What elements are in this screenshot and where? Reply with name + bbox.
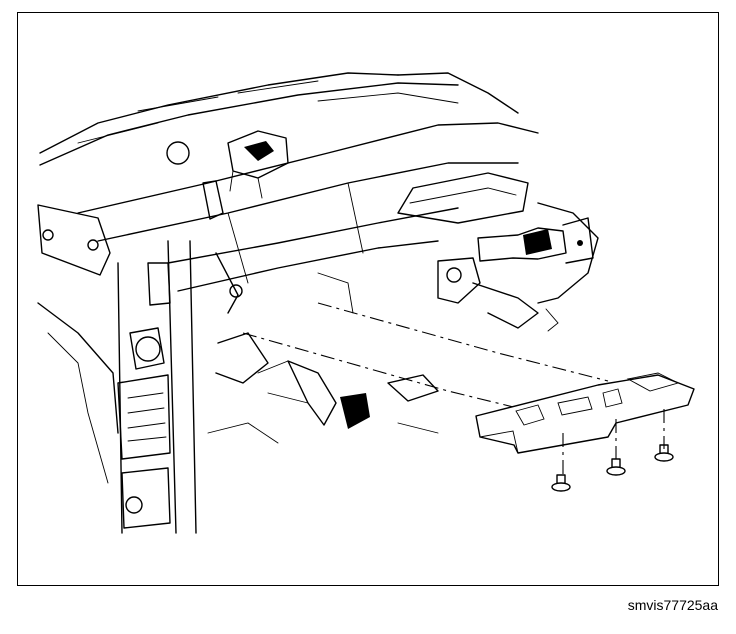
brake-pedal xyxy=(215,332,439,429)
figure-id-label: smvis77725aa xyxy=(627,597,718,613)
cross-car-beam xyxy=(77,122,539,292)
cowl-upper-outline xyxy=(39,72,519,166)
illustration-frame xyxy=(17,12,719,586)
floor-detail-lines xyxy=(207,272,439,444)
fasteners xyxy=(551,409,674,492)
instrument-panel-assembly-diagram xyxy=(37,72,695,534)
steering-column xyxy=(437,202,599,332)
upper-mount-bracket xyxy=(227,130,289,199)
fastener-3 xyxy=(654,444,674,462)
knee-bolster-panel xyxy=(475,372,695,454)
alignment-dashed-line xyxy=(242,302,609,414)
hinge-pillar xyxy=(37,180,243,534)
fastener-1 xyxy=(551,474,571,492)
fastener-2 xyxy=(606,458,626,476)
